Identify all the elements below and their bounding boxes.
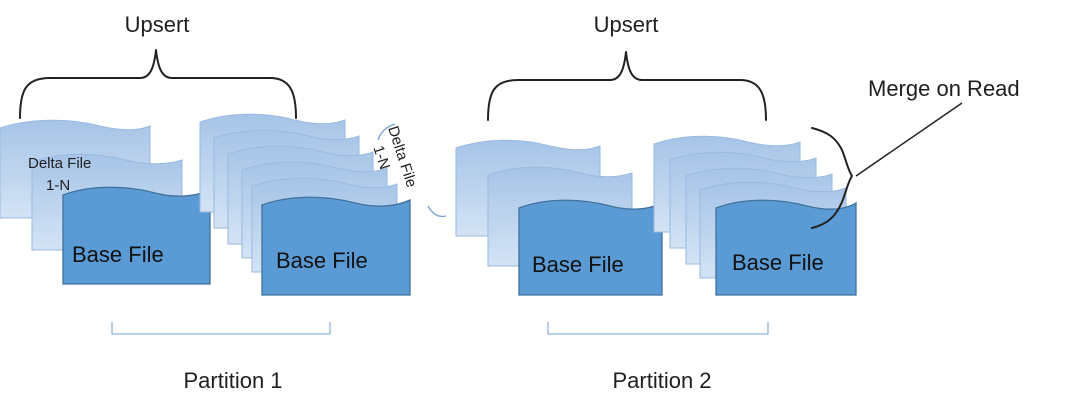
partition-1-stack-a: Delta File 1-N Base File [0, 119, 211, 285]
partition-2-stack-b: Base File [653, 135, 857, 296]
base-file-card [261, 196, 411, 296]
upsert-brace-right [487, 51, 767, 121]
partition-2-bracket [547, 322, 769, 335]
partition-2-stack-a: Base File [455, 139, 663, 296]
partition-2-label: Partition 2 [612, 368, 711, 393]
base-file-card [518, 199, 663, 296]
merge-on-read-leader-line [855, 102, 963, 177]
partition-1-label: Partition 1 [183, 368, 282, 393]
base-file-label: Base File [276, 248, 368, 273]
partition-1-bracket [111, 322, 331, 335]
upsert-right-label: Upsert [594, 12, 659, 37]
upsert-left-label: Upsert [125, 12, 190, 37]
delta-file-label: Delta File [28, 155, 91, 172]
upsert-brace-left [19, 49, 297, 119]
merge-on-read-label: Merge on Read [868, 76, 1020, 101]
partition-1-stack-b: Base File [199, 113, 411, 296]
delta-file-count-label: 1-N [46, 177, 70, 194]
merge-on-read-brace [811, 127, 853, 229]
base-file-label: Base File [72, 242, 164, 267]
base-file-label: Base File [732, 250, 824, 275]
base-file-card [62, 186, 211, 285]
rotated-delta-count-label: 1-N [370, 143, 394, 171]
rotated-delta-brace [377, 123, 447, 218]
base-file-label: Base File [532, 252, 624, 277]
